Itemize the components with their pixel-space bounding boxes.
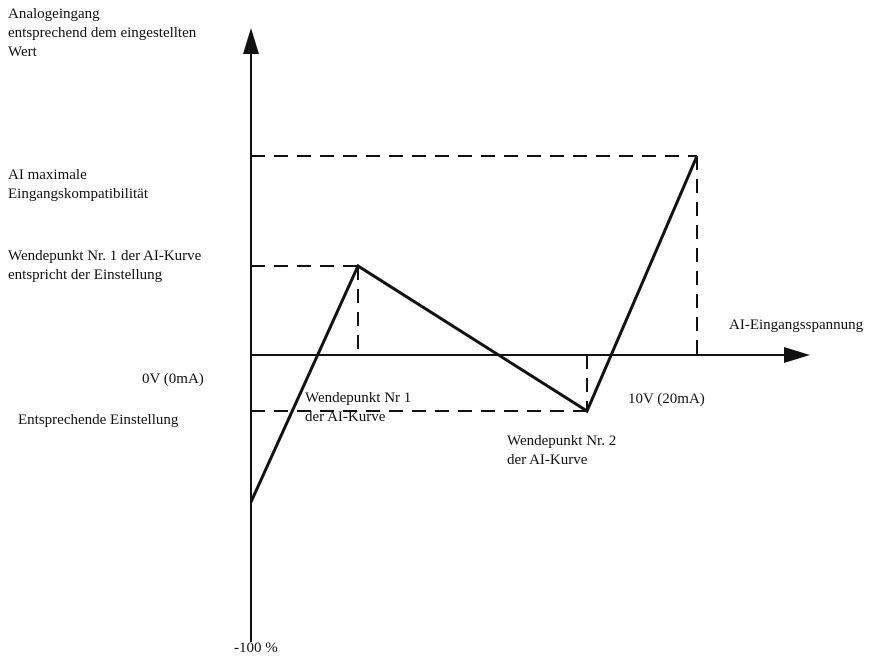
min-label: -100 % <box>234 640 278 656</box>
inflection1-label-line-2: der AI-Kurve <box>305 409 386 425</box>
ai-curve-line <box>249 155 699 503</box>
y-axis-arrowhead <box>243 28 259 54</box>
max-compat-label-line-1: AI maximale <box>8 167 87 183</box>
inflection1-setting-label-line-1: Wendepunkt Nr. 1 der AI-Kurve <box>8 248 202 264</box>
origin-label: 0V (0mA) <box>142 371 204 387</box>
inflection1-setting-label: Wendepunkt Nr. 1 der AI-Kurve entspricht… <box>8 247 201 285</box>
y-axis-label-line-3: Wert <box>8 44 37 60</box>
inflection2-label: Wendepunkt Nr. 2 der AI-Kurve <box>507 432 616 470</box>
inflection1-label: Wendepunkt Nr 1 der AI-Kurve <box>305 389 411 427</box>
max-compat-label-line-2: Eingangskompatibilität <box>8 186 148 202</box>
x-axis-label: AI-Eingangsspannung <box>729 317 864 333</box>
inflection2-label-line-1: Wendepunkt Nr. 2 <box>507 433 617 449</box>
voltage-max-label: 10V (20mA) <box>628 391 705 407</box>
inflection1-label-line-1: Wendepunkt Nr 1 <box>305 390 412 406</box>
inflection2-label-line-2: der AI-Kurve <box>507 452 588 468</box>
y-axis-label: Analogeingang entsprechend dem eingestel… <box>8 5 196 62</box>
y-axis-label-line-2: entsprechend dem eingestellten <box>8 25 197 41</box>
y-axis-label-line-1: Analogeingang <box>8 6 100 22</box>
max-compat-label: AI maximale Eingangskompatibilität <box>8 166 148 204</box>
corresponding-setting-label: Entsprechende Einstellung <box>18 412 179 428</box>
inflection1-setting-label-line-2: entspricht der Einstellung <box>8 267 163 283</box>
x-axis-arrowhead <box>784 347 810 363</box>
